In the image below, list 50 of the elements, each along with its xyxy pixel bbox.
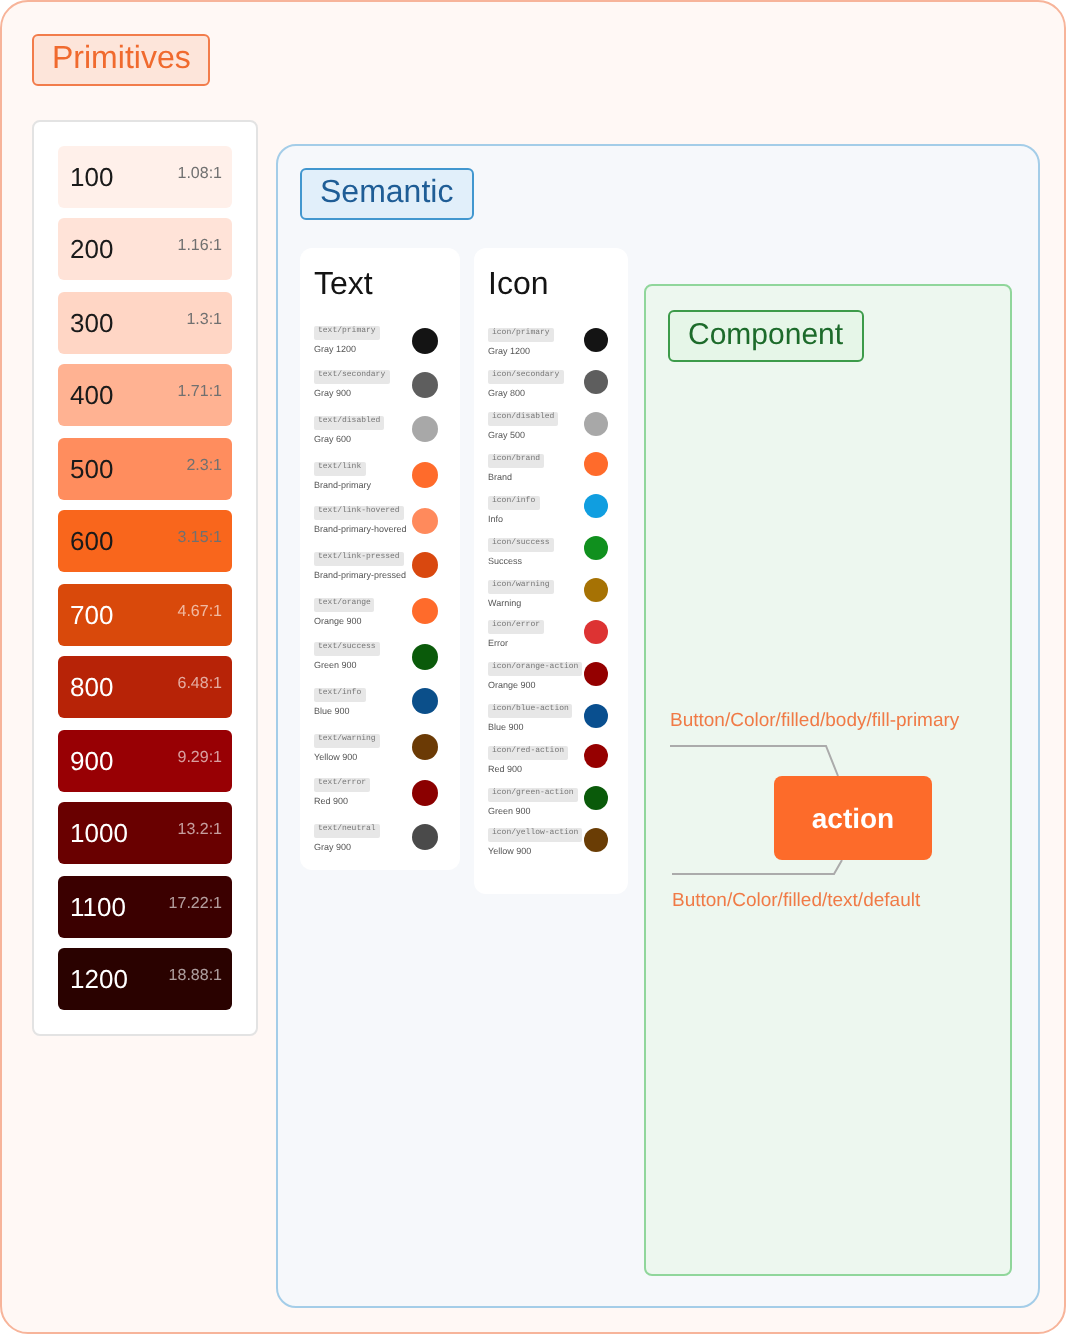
contrast-ratio: 2.3:1 xyxy=(186,456,222,474)
swatch-tile xyxy=(58,510,232,572)
section-tag: Semantic xyxy=(300,168,474,220)
step-number: 1000 xyxy=(70,818,128,848)
contrast-ratio: 9.29:1 xyxy=(177,748,222,766)
swatch-tile xyxy=(58,584,232,646)
token-path-label: Button/Color/filled/body/fill-primary xyxy=(670,710,994,746)
swatch-panel xyxy=(32,120,258,1036)
step-number: 700 xyxy=(70,600,114,630)
swatch-tile xyxy=(58,730,232,792)
swatch-tile xyxy=(58,364,232,426)
contrast-ratio: 17.22:1 xyxy=(168,894,222,912)
swatch-tile xyxy=(58,218,232,280)
step-number: 400 xyxy=(70,380,114,410)
section-tag: Primitives xyxy=(32,34,211,86)
contrast-ratio: 1.71:1 xyxy=(177,382,222,400)
swatch-tile xyxy=(58,802,232,864)
section-panel xyxy=(644,284,1012,1276)
contrast-ratio: 1.08:1 xyxy=(177,164,222,182)
token-card xyxy=(300,248,460,870)
contrast-ratio: 1.16:1 xyxy=(177,236,222,254)
step-number: 1100 xyxy=(70,892,126,922)
swatch-tile xyxy=(58,656,232,718)
step-number: 600 xyxy=(70,526,114,556)
swatch-tile xyxy=(58,292,232,354)
card-heading: Text xyxy=(314,268,373,304)
section-panel xyxy=(276,144,1040,1308)
contrast-ratio: 6.48:1 xyxy=(177,674,222,692)
swatch-tile xyxy=(58,876,232,938)
step-number: 200 xyxy=(70,234,114,264)
swatch-tile xyxy=(58,948,232,1010)
contrast-ratio: 3.15:1 xyxy=(177,528,222,546)
contrast-ratio: 4.67:1 xyxy=(177,602,222,620)
action-button: action xyxy=(774,776,932,860)
step-number: 100 xyxy=(70,162,114,192)
contrast-ratio: 1.3:1 xyxy=(186,310,222,328)
contrast-ratio: 13.2:1 xyxy=(177,820,222,838)
leader-line xyxy=(669,745,839,777)
step-number: 300 xyxy=(70,308,114,338)
step-number: 500 xyxy=(70,454,114,484)
section-tag: Component xyxy=(668,310,864,362)
token-card xyxy=(474,248,628,894)
step-number: 900 xyxy=(70,746,114,776)
contrast-ratio: 18.88:1 xyxy=(168,966,222,984)
swatch-tile xyxy=(58,438,232,500)
token-path-label: Button/Color/filled/text/default xyxy=(672,874,948,912)
card-heading: Icon xyxy=(488,268,549,304)
leader-line xyxy=(671,859,843,875)
step-number: 800 xyxy=(70,672,114,702)
step-number: 1200 xyxy=(70,964,128,994)
